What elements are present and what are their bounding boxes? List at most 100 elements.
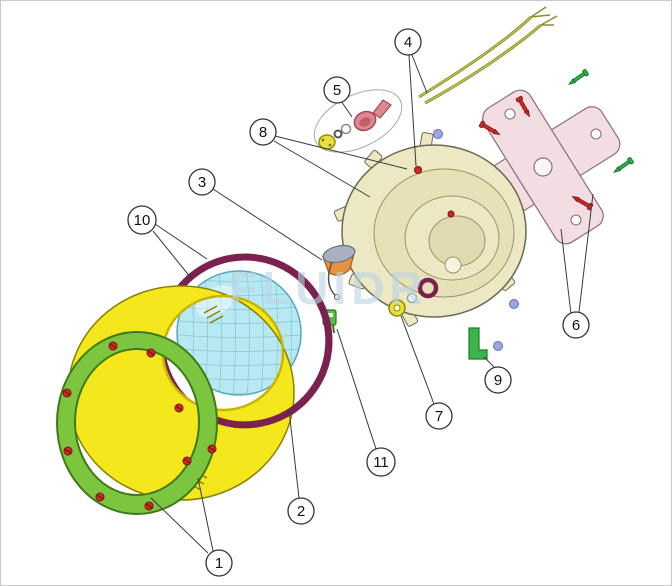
- screw-head: [627, 157, 634, 165]
- cable-highlight: [418, 16, 532, 98]
- lamp-connector-slot: [326, 313, 333, 317]
- power-cable: [418, 6, 558, 105]
- callout-6: 6: [562, 311, 590, 339]
- callout-circle: [562, 311, 590, 339]
- callout-circle: [366, 447, 396, 477]
- bracket-hole: [570, 214, 582, 226]
- ring-screw-red-icon: [63, 446, 73, 456]
- bracket-center-hole: [533, 157, 553, 177]
- oring-white: [406, 292, 418, 304]
- cable-wire-ends: [530, 6, 558, 26]
- leader-line: [408, 54, 417, 167]
- gasket-ring-front: [208, 297, 333, 429]
- plug-blue-icon: [493, 341, 503, 351]
- lens: [176, 270, 302, 396]
- callout-label: 10: [134, 212, 151, 229]
- callout-9: 9: [484, 366, 512, 394]
- niche-body: [333, 132, 527, 327]
- leader-line: [274, 135, 408, 170]
- lamp-wire-ring: [334, 294, 340, 300]
- gland-bell-inner: [359, 117, 371, 127]
- gland-neck: [372, 99, 392, 119]
- screw-red-icon: [478, 120, 501, 136]
- ring-screw-red-icon: [62, 388, 72, 398]
- screw-green-icon: [613, 157, 634, 173]
- leader-line: [152, 230, 192, 279]
- callout-2: 2: [287, 497, 315, 525]
- leader-line: [578, 193, 594, 313]
- screw-head: [515, 95, 524, 103]
- callout-8: 8: [249, 118, 277, 146]
- callout-label: 11: [373, 454, 389, 471]
- fixing-clip: [468, 327, 488, 360]
- leader-line: [336, 328, 377, 450]
- callout-11: 11: [366, 447, 396, 477]
- gland-cap-hole: [321, 138, 325, 142]
- cable-gland-group: [313, 89, 403, 153]
- ring-screw-red-icon: [207, 444, 217, 454]
- leader-line: [400, 315, 435, 405]
- callout-circle: [484, 366, 512, 394]
- leader-line: [483, 356, 496, 369]
- callout-5: 5: [323, 76, 351, 104]
- callout-circle: [127, 205, 157, 235]
- screw-tip: [523, 109, 531, 118]
- lamp-wire: [327, 261, 337, 297]
- gland-cap-hole: [328, 143, 332, 147]
- niche-conduit-hole: [444, 256, 462, 274]
- callout-7: 7: [425, 402, 453, 430]
- callout-3: 3: [188, 168, 216, 196]
- ring-screw-red-icon: [182, 456, 192, 466]
- niche-screw-red-icon: [447, 210, 455, 218]
- leader-line: [197, 477, 214, 552]
- callout-circle: [287, 497, 315, 525]
- leader-line: [560, 228, 572, 315]
- lamp-holder-group: [321, 244, 356, 334]
- callout-circle: [394, 28, 422, 56]
- plug-blue-icon: [509, 299, 519, 309]
- callout-circle: [205, 549, 233, 577]
- ring-screw-red-icon: [174, 403, 184, 413]
- callout-label: 2: [297, 503, 305, 520]
- mesh-horizontal-lines: [178, 278, 300, 394]
- oring-purple: [417, 277, 439, 299]
- callout-4: 4: [394, 28, 422, 56]
- ring-screws: [62, 341, 217, 511]
- callout-circle: [249, 118, 277, 146]
- callout-label: 6: [572, 317, 580, 334]
- bezel-vent-slots: [203, 305, 224, 324]
- screw-head: [478, 120, 486, 129]
- callout-label: 5: [333, 82, 341, 99]
- bracket-hole: [590, 128, 602, 140]
- callout-circle: [323, 76, 351, 104]
- leader-line: [150, 497, 209, 554]
- screw-tip: [613, 166, 621, 173]
- callout-1: 1: [205, 549, 233, 577]
- gland-washer: [340, 123, 352, 135]
- leader-line: [212, 188, 323, 261]
- ring-screw-red-icon: [144, 501, 154, 511]
- screw-red-icon: [515, 95, 531, 118]
- callout-label: 3: [198, 174, 206, 191]
- callout-label: 7: [435, 408, 443, 425]
- lamp-cap: [322, 244, 356, 264]
- front-fixing-ring: [55, 331, 219, 515]
- callout-label: 9: [494, 372, 502, 389]
- leader-lines: [150, 54, 594, 554]
- leader-line: [288, 409, 300, 499]
- callout-circle: [425, 402, 453, 430]
- callout-label: 4: [404, 34, 412, 51]
- leader-line: [411, 54, 428, 94]
- leader-line: [273, 140, 371, 198]
- lock-nut-hole: [393, 304, 401, 312]
- screw-head: [582, 69, 589, 77]
- callout-10: 10: [127, 205, 157, 235]
- watermark-text: FLUIDR: [229, 262, 428, 314]
- cable-strand: [418, 15, 533, 99]
- lens-glass: [176, 270, 302, 396]
- callout-label: 1: [215, 555, 223, 572]
- callout-circle: [188, 168, 216, 196]
- ring-screw-red-icon: [95, 492, 105, 502]
